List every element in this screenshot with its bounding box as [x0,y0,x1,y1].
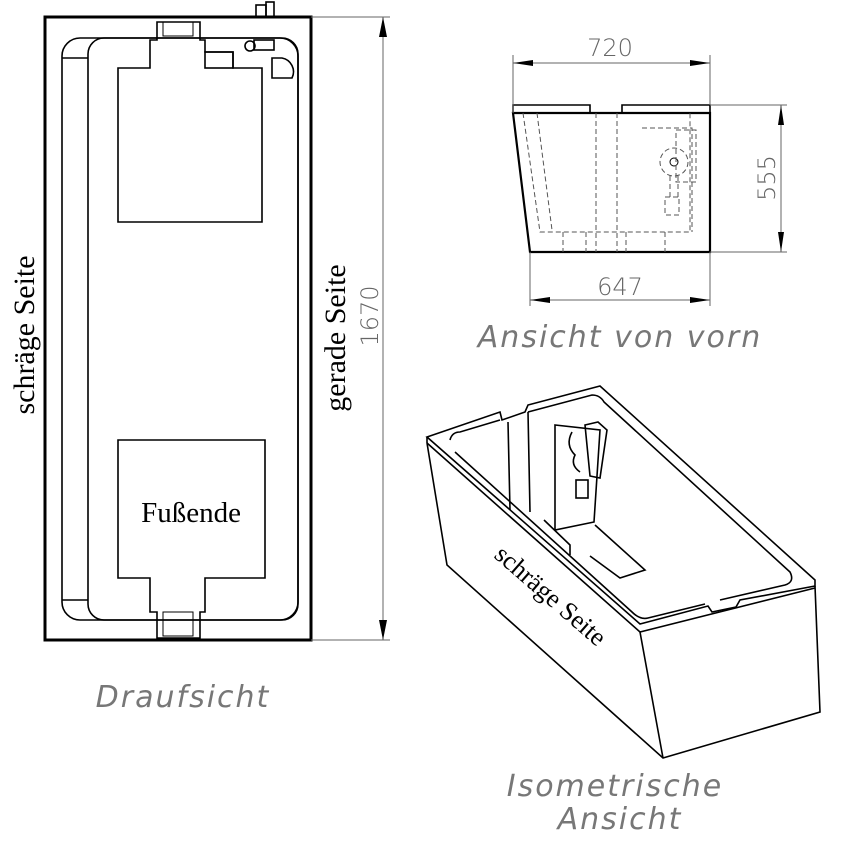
slanted-side-label: schräge Seite [8,255,41,414]
iso-slanted-side-label: schräge Seite [489,539,612,651]
iso-caption-line2: Ansicht [556,802,683,837]
width-bottom-dimension: 647 [529,252,711,306]
width-bottom-value: 647 [597,273,643,301]
iso-body [426,442,821,759]
width-top-value: 720 [587,34,633,62]
foot-recess [117,439,266,639]
height-value: 555 [753,155,781,201]
basin-outline [87,37,299,621]
height-dimension: 555 [710,104,787,253]
straight-side-label: gerade Seite [319,264,352,411]
isometric-view: schräge Seite Isometrische Ansicht [425,385,821,837]
width-top-dimension: 720 [512,34,711,113]
head-recess [117,21,263,223]
front-body [511,111,712,254]
length-value: 1670 [356,285,384,346]
iso-rim [425,385,816,625]
top-view-caption: Draufsicht [96,680,271,715]
foot-end-label: Fußende [141,497,241,529]
length-dimension: 1670 [311,16,390,641]
top-view: Fußende schräge Seite gerade Seite 1670 … [8,1,390,715]
iso-caption-line1: Isometrische [507,769,724,804]
tub-outline [43,15,313,642]
front-view-caption: Ansicht von vorn [476,320,762,355]
drain-fitting [659,129,697,216]
overflow-fitting [244,1,295,79]
iso-drain-fitting [568,421,608,499]
front-view: 720 555 647 Ansicht von vorn [476,34,787,355]
